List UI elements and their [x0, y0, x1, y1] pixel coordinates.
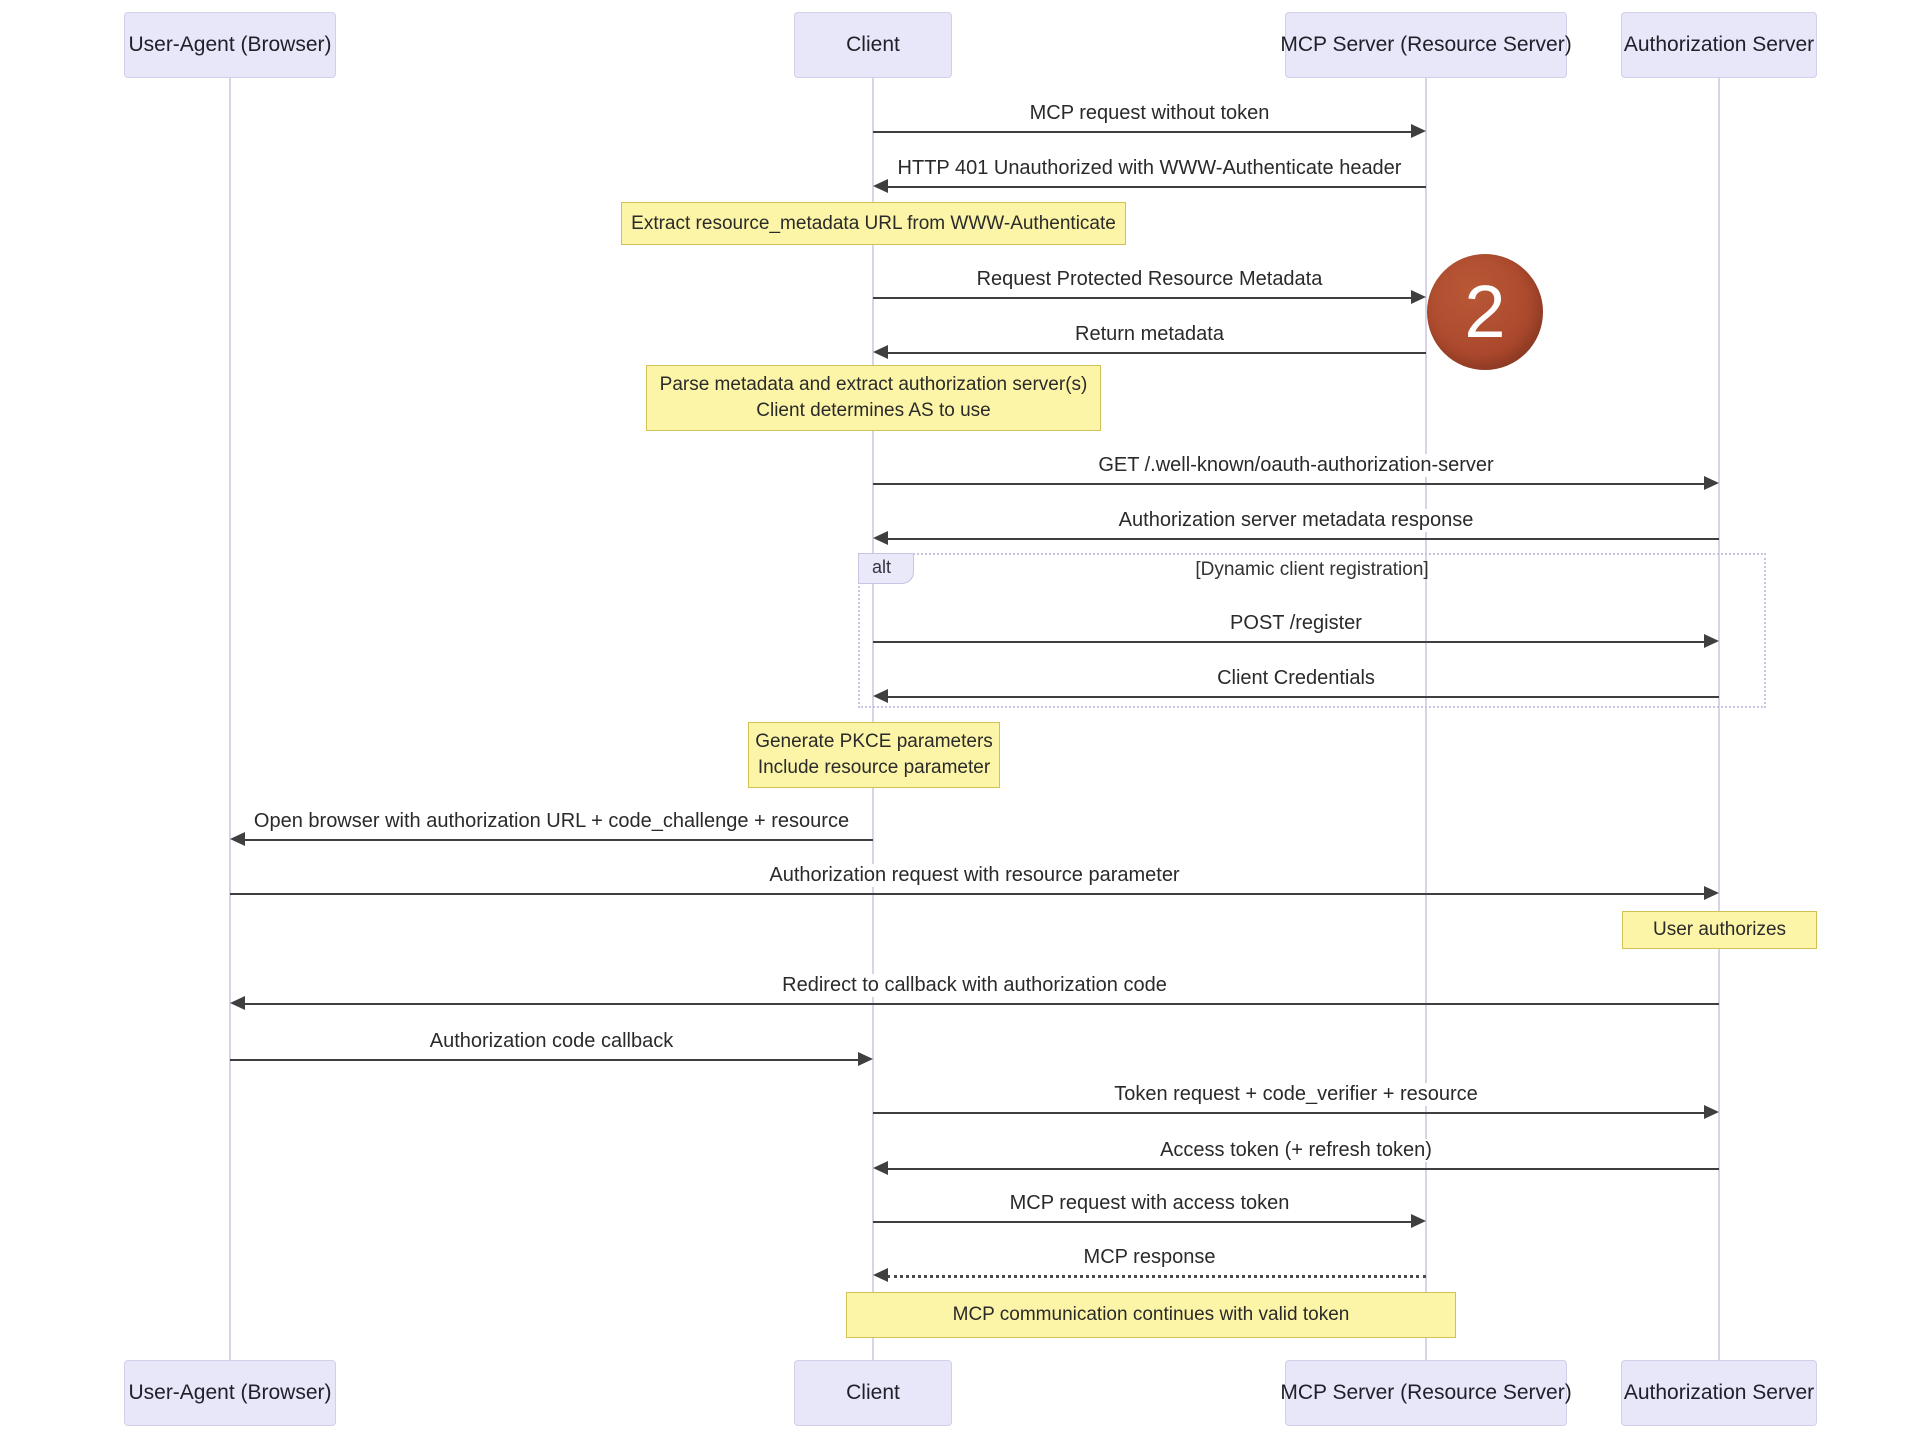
message-text: Redirect to callback with authorization …: [777, 973, 1172, 997]
note-parse-metadata: Parse metadata and extract authorization…: [646, 365, 1101, 431]
message-line-solid: [230, 893, 1705, 895]
message-arrowhead-left: [873, 531, 888, 545]
note-line: Parse metadata and extract authorization…: [659, 374, 1088, 396]
message-line-solid: [873, 297, 1412, 299]
message-label: Authorization code callback: [230, 1028, 873, 1054]
actor-mcp-server-top: MCP Server (Resource Server): [1280, 12, 1572, 78]
message-line-solid: [244, 839, 873, 841]
alt-label: alt: [858, 553, 914, 584]
actor-label: MCP Server (Resource Server): [1280, 1381, 1572, 1404]
message-text: Request Protected Resource Metadata: [971, 267, 1328, 291]
actor-label: User-Agent (Browser): [128, 1381, 332, 1404]
message-arrowhead-right: [1704, 634, 1719, 648]
note-line: User authorizes: [1652, 919, 1787, 941]
message-line-solid: [887, 186, 1426, 188]
actor-label: User-Agent (Browser): [128, 33, 332, 56]
message-label: HTTP 401 Unauthorized with WWW-Authentic…: [873, 155, 1426, 181]
message-label: MCP response: [873, 1244, 1426, 1270]
message-arrowhead-left: [873, 1161, 888, 1175]
message-text: Return metadata: [1070, 322, 1229, 346]
note-mcp-continues: MCP communication continues with valid t…: [846, 1292, 1456, 1338]
message-text: Authorization code callback: [424, 1029, 679, 1053]
actor-user-agent-bottom: User-Agent (Browser): [124, 1360, 336, 1426]
message-line-solid: [873, 131, 1412, 133]
note-line: Client determines AS to use: [756, 400, 991, 421]
message-arrowhead-left: [873, 345, 888, 359]
lifeline-client: [872, 78, 874, 1360]
message-text: Open browser with authorization URL + co…: [248, 809, 855, 833]
actor-label: MCP Server (Resource Server): [1280, 33, 1572, 56]
message-label: Open browser with authorization URL + co…: [230, 808, 873, 834]
message-text: HTTP 401 Unauthorized with WWW-Authentic…: [892, 156, 1407, 180]
message-label: MCP request with access token: [873, 1190, 1426, 1216]
actor-mcp-server-bottom: MCP Server (Resource Server): [1280, 1360, 1572, 1426]
lifeline-user-agent: [229, 78, 231, 1360]
message-text: Authorization server metadata response: [1113, 508, 1479, 532]
message-line-solid: [873, 641, 1705, 643]
message-label: MCP request without token: [873, 100, 1426, 126]
note-user-authorizes: User authorizes: [1622, 911, 1817, 949]
message-line-solid: [873, 1112, 1705, 1114]
actor-label: Client: [846, 1381, 900, 1404]
message-arrowhead-right: [1411, 290, 1426, 304]
message-line-solid: [873, 483, 1705, 485]
message-label: Access token (+ refresh token): [873, 1137, 1719, 1163]
message-arrowhead-right: [858, 1052, 873, 1066]
actor-auth-server-bottom: Authorization Server: [1621, 1360, 1817, 1426]
message-line-solid: [887, 1168, 1719, 1170]
message-label: Authorization server metadata response: [873, 507, 1719, 533]
message-label: Token request + code_verifier + resource: [873, 1081, 1719, 1107]
message-arrowhead-right: [1704, 1105, 1719, 1119]
message-line-solid: [244, 1003, 1719, 1005]
message-arrowhead-right: [1704, 886, 1719, 900]
message-line-solid: [887, 696, 1719, 698]
message-arrowhead-left: [230, 832, 245, 846]
message-line-solid: [887, 538, 1719, 540]
actor-client-bottom: Client: [794, 1360, 952, 1426]
message-arrowhead-right: [1411, 124, 1426, 138]
lifeline-mcp-server: [1425, 78, 1427, 1360]
message-text: MCP response: [1078, 1245, 1221, 1269]
message-arrowhead-left: [873, 689, 888, 703]
note-extract-metadata: Extract resource_metadata URL from WWW-A…: [621, 202, 1126, 245]
actor-label: Authorization Server: [1623, 1381, 1815, 1404]
message-line-solid: [873, 1221, 1412, 1223]
actor-client-top: Client: [794, 12, 952, 78]
message-label: Authorization request with resource para…: [230, 862, 1719, 888]
message-arrowhead-right: [1411, 1214, 1426, 1228]
message-text: GET /.well-known/oauth-authorization-ser…: [1093, 453, 1499, 477]
note-line: Generate PKCE parameters: [755, 731, 993, 753]
actor-user-agent-top: User-Agent (Browser): [124, 12, 336, 78]
note-line: Extract resource_metadata URL from WWW-A…: [631, 212, 1116, 234]
message-label: Redirect to callback with authorization …: [230, 972, 1719, 998]
message-text: Authorization request with resource para…: [764, 863, 1185, 887]
message-arrowhead-right: [1704, 476, 1719, 490]
actor-label: Client: [846, 33, 900, 56]
message-label: Request Protected Resource Metadata: [873, 266, 1426, 292]
alt-block: alt [Dynamic client registration]: [858, 553, 1766, 708]
lifeline-auth-server: [1718, 78, 1720, 1360]
message-line-dashed: [887, 1275, 1426, 1278]
message-text: Access token (+ refresh token): [1155, 1138, 1437, 1162]
note-line: MCP communication continues with valid t…: [952, 1304, 1350, 1326]
message-text: MCP request without token: [1024, 101, 1275, 125]
note-line: Include resource parameter: [757, 757, 991, 778]
message-arrowhead-left: [873, 179, 888, 193]
actor-auth-server-top: Authorization Server: [1621, 12, 1817, 78]
actor-label: Authorization Server: [1623, 33, 1815, 56]
step-badge: 2: [1427, 254, 1543, 370]
message-arrowhead-left: [230, 996, 245, 1010]
message-arrowhead-left: [873, 1268, 888, 1282]
message-line-solid: [230, 1059, 859, 1061]
message-label: GET /.well-known/oauth-authorization-ser…: [873, 452, 1719, 478]
alt-condition: [Dynamic client registration]: [1195, 559, 1429, 580]
message-label: Return metadata: [873, 321, 1426, 347]
message-line-solid: [887, 352, 1426, 354]
message-text: MCP request with access token: [1004, 1191, 1295, 1215]
